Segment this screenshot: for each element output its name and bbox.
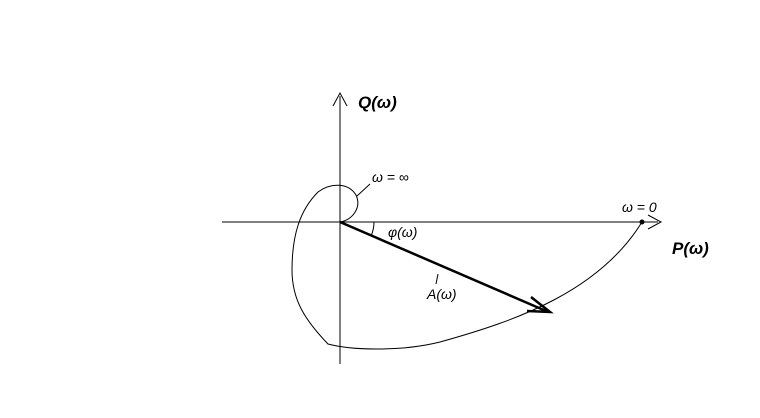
omega-infinity-leader (356, 183, 371, 197)
amplitude-label: A(ω) (426, 286, 457, 302)
horizontal-axis-arrowhead (647, 214, 663, 230)
omega-zero-point (639, 219, 645, 225)
omega-infinity-label: ω = ∞ (372, 169, 409, 185)
phase-angle-label: φ(ω) (388, 224, 417, 240)
omega-zero-label: ω = 0 (622, 199, 657, 215)
horizontal-axis-label: P(ω) (672, 239, 709, 258)
phase-angle-arc (370, 221, 375, 237)
amplitude-vector-arrowhead (526, 296, 554, 314)
amplitude-leader (435, 273, 439, 285)
vertical-axis-arrowhead (332, 91, 348, 107)
amplitude-vector (339, 220, 547, 313)
frequency-response-curve (291, 184, 643, 350)
vertical-axis-label: Q(ω) (358, 93, 397, 112)
